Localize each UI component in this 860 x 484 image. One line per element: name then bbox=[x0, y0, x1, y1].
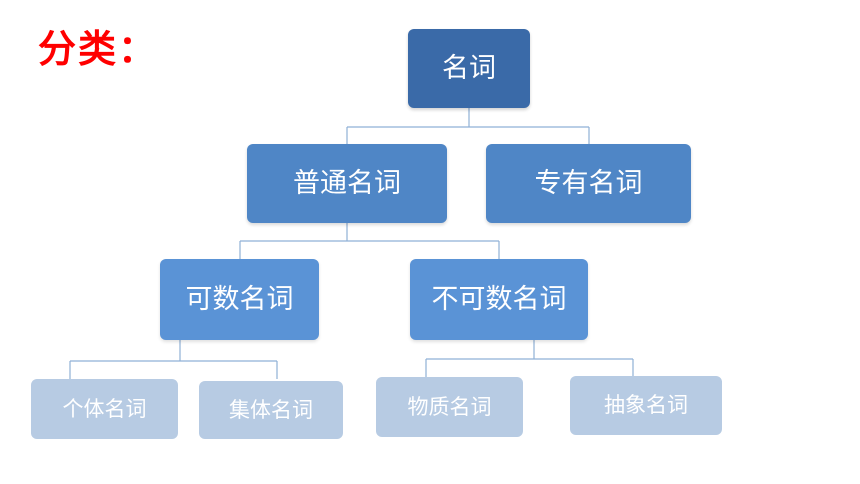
node-countable-noun: 可数名词 bbox=[160, 259, 319, 340]
node-material-noun: 物质名词 bbox=[376, 377, 523, 437]
node-countable-noun-label: 可数名词 bbox=[185, 284, 294, 315]
node-material-noun-label: 物质名词 bbox=[407, 394, 492, 419]
node-root-noun: 名词 bbox=[408, 29, 530, 108]
node-abstract-noun-label: 抽象名词 bbox=[604, 393, 688, 417]
node-root-noun-label: 名词 bbox=[442, 53, 496, 84]
classification-title: 分类： bbox=[38, 27, 159, 71]
node-individual-noun: 个体名词 bbox=[31, 379, 178, 439]
connector-root bbox=[346, 108, 590, 144]
node-uncountable-noun-label: 不可数名词 bbox=[431, 284, 567, 315]
node-common-noun: 普通名词 bbox=[247, 144, 447, 223]
node-common-noun-label: 普通名词 bbox=[293, 168, 401, 199]
node-proper-noun: 专有名词 bbox=[486, 144, 691, 223]
connector-uncountable bbox=[425, 340, 634, 377]
connector-common bbox=[239, 223, 500, 259]
connector-countable bbox=[69, 340, 278, 379]
node-collective-noun-label: 集体名词 bbox=[229, 397, 313, 422]
node-individual-noun-label: 个体名词 bbox=[62, 396, 147, 421]
node-proper-noun-label: 专有名词 bbox=[534, 168, 643, 199]
node-uncountable-noun: 不可数名词 bbox=[410, 259, 588, 340]
node-abstract-noun: 抽象名词 bbox=[570, 376, 722, 435]
node-collective-noun: 集体名词 bbox=[199, 381, 343, 439]
